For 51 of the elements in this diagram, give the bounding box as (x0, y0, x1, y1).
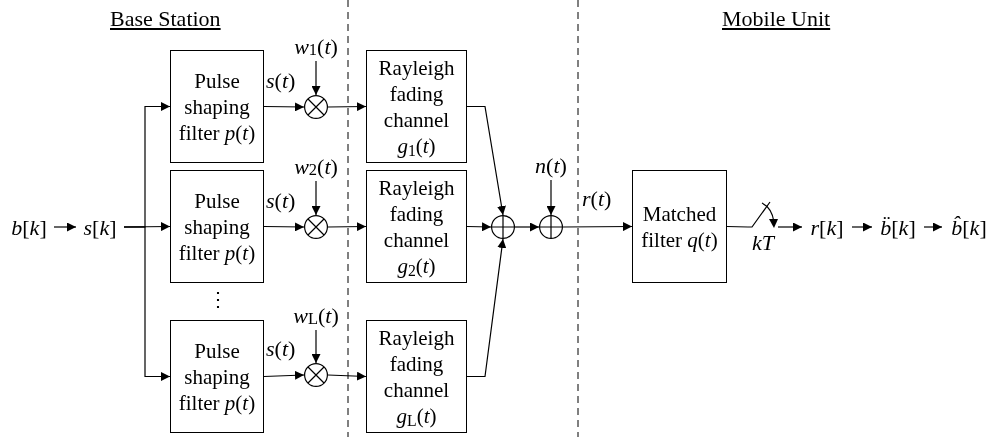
arrow (263, 370, 305, 380)
signal-label: n(t) (525, 150, 577, 180)
signal-label: b̂[k] (942, 212, 996, 242)
arrow (53, 222, 77, 232)
section-heading: Mobile Unit (722, 5, 831, 33)
arrow (562, 222, 633, 232)
adder-symbol (539, 215, 563, 239)
edge-label: s(t) (266, 336, 296, 362)
signal-label: b[k] (4, 212, 54, 242)
arrow (311, 60, 321, 96)
arrow (123, 226, 171, 381)
multiplier-symbol (304, 215, 328, 239)
multiplier-symbol (304, 95, 328, 119)
signal-label: w$_{2}$(t) (288, 151, 344, 181)
channel-block: Rayleigh fading channel g$_{1}$(t) (366, 50, 467, 163)
arrow (327, 102, 367, 112)
sampling-label: kT (752, 230, 774, 256)
arrow (466, 105, 506, 216)
signal-label: w$_{1}$(t) (288, 31, 344, 61)
signal-label: s[k] (76, 212, 124, 242)
arrow (263, 102, 305, 112)
section-heading: Base Station (110, 5, 221, 33)
filter-block: Pulse shaping filter p(t) (170, 170, 264, 283)
edge-label: r(t) (582, 186, 612, 212)
adder-symbol (491, 215, 515, 239)
arrow (311, 329, 321, 364)
edge-label: s(t) (266, 68, 296, 94)
multiplier-symbol (304, 363, 328, 387)
filter-block: Matched filter q(t) (632, 170, 727, 283)
filter-block: Pulse shaping filter p(t) (170, 320, 264, 433)
filter-block: Pulse shaping filter p(t) (170, 50, 264, 163)
arrow (466, 222, 492, 232)
arrow (923, 222, 943, 232)
channel-block: Rayleigh fading channel g$_{2}$(t) (366, 170, 467, 283)
arrow (263, 222, 305, 232)
arrow (777, 222, 803, 232)
arrow (466, 238, 507, 378)
edge-label: s(t) (266, 188, 296, 214)
channel-block: Rayleigh fading channel g$_{L}$(t) (366, 320, 467, 433)
arrow (514, 222, 540, 232)
connector-line (726, 225, 749, 228)
ellipsis-mark: ⋮ (208, 287, 228, 312)
arrow (327, 371, 367, 381)
arrow (851, 222, 873, 232)
arrow (546, 179, 556, 216)
sampler-switch-symbol (748, 200, 778, 230)
signal-label: b̈[k] (872, 212, 924, 242)
arrow (327, 222, 367, 232)
signal-label: w$_{L}$(t) (288, 300, 344, 330)
arrow (311, 180, 321, 216)
signal-label: r[k] (802, 212, 852, 242)
